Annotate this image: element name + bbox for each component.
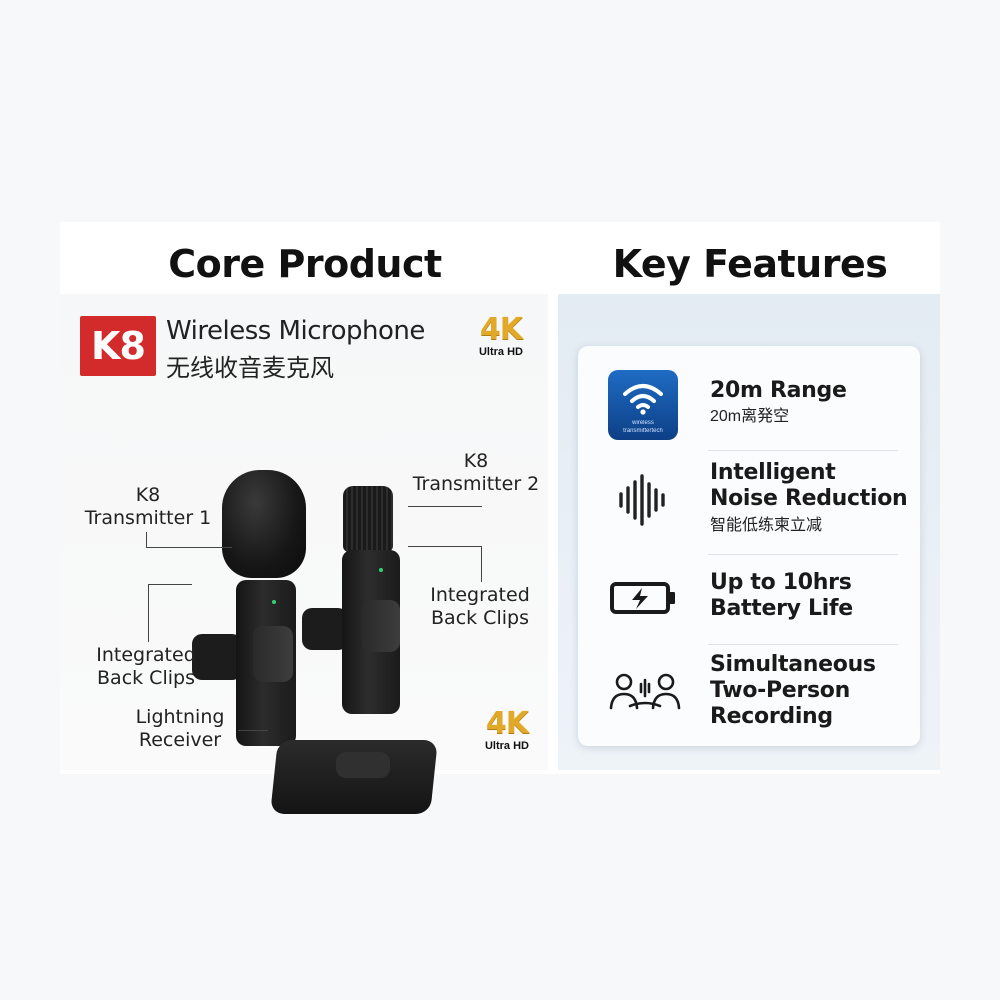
core-product-panel: K8 Wireless Microphone 无线收音麦克风 4K Ultra … bbox=[60, 294, 548, 814]
feature-divider bbox=[708, 450, 898, 451]
feature-two-person: Simultaneous Two-Person Recording bbox=[578, 652, 920, 742]
callout-text: K8 bbox=[463, 450, 489, 472]
transmitter-1-button bbox=[253, 626, 293, 682]
leader-line bbox=[146, 532, 147, 548]
key-features-heading: Key Features bbox=[612, 242, 888, 286]
leader-line bbox=[148, 584, 149, 642]
feature-subtitle: 智能低练柬立减 bbox=[710, 517, 823, 534]
callout-back-clips-left: Integrated Back Clips bbox=[86, 644, 206, 690]
leader-line bbox=[481, 546, 482, 582]
uhd-ultra-hd-label: Ultra HD bbox=[484, 740, 529, 752]
transmitter-1-clip bbox=[192, 634, 242, 680]
feature-title: Recording bbox=[710, 704, 833, 729]
product-name: Wireless Microphone bbox=[166, 316, 425, 346]
soundwave-icon bbox=[608, 472, 678, 533]
callout-text: Transmitter 2 bbox=[412, 473, 540, 495]
callout-text: Receiver bbox=[138, 729, 222, 751]
leader-line bbox=[146, 547, 232, 548]
k8-badge: K8 bbox=[80, 316, 156, 376]
receiver-button bbox=[336, 752, 390, 778]
core-product-heading: Core Product bbox=[168, 242, 442, 286]
product-banner: Core Product Key Features K8 Wireless Mi… bbox=[60, 222, 940, 814]
callout-back-clips-right: Integrated Back Clips bbox=[420, 584, 540, 630]
transmitter-2-clip bbox=[302, 608, 348, 650]
wifi-icon-caption: wireless bbox=[632, 420, 654, 426]
product-name-cn: 无线收音麦克风 bbox=[166, 354, 334, 382]
feature-title: Up to 10hrs bbox=[710, 570, 852, 595]
feature-noise-reduction: Intelligent Noise Reduction 智能低练柬立减 bbox=[578, 460, 920, 554]
feature-divider bbox=[708, 554, 898, 555]
transmitter-2-button bbox=[362, 600, 400, 652]
key-features-panel: wireless transmittertech 20m Range 20m离発… bbox=[558, 294, 940, 770]
callout-transmitter-1: K8 Transmitter 1 bbox=[78, 484, 218, 530]
callout-text: Lightning bbox=[135, 706, 225, 728]
transmitter-2-mesh bbox=[343, 486, 393, 552]
callout-transmitter-2: K8 Transmitter 2 bbox=[408, 450, 544, 496]
callout-text: Transmitter 1 bbox=[84, 507, 212, 529]
uhd-badge-top: 4K Ultra HD bbox=[466, 312, 536, 359]
uhd-4k-label: 4K bbox=[479, 312, 523, 347]
callout-text: Integrated bbox=[430, 584, 530, 606]
callout-text: Integrated bbox=[96, 644, 196, 666]
callout-text: Back Clips bbox=[97, 667, 195, 689]
transmitter-1-led bbox=[272, 600, 276, 604]
uhd-badge-bottom: 4K Ultra HD bbox=[472, 706, 542, 753]
leader-line bbox=[408, 506, 482, 507]
feature-title: Noise Reduction bbox=[710, 486, 908, 511]
callout-lightning-receiver: Lightning Receiver bbox=[122, 706, 238, 752]
feature-title: Battery Life bbox=[710, 596, 853, 621]
callout-text: K8 bbox=[135, 484, 161, 506]
uhd-ultra-hd-label: Ultra HD bbox=[478, 346, 523, 358]
features-card: wireless transmittertech 20m Range 20m离発… bbox=[578, 346, 920, 746]
feature-battery: Up to 10hrs Battery Life bbox=[578, 564, 920, 644]
leader-line bbox=[238, 730, 268, 731]
battery-icon bbox=[608, 578, 678, 623]
feature-divider bbox=[708, 644, 898, 645]
feature-title: Intelligent bbox=[710, 460, 836, 485]
transmitter-1-foam bbox=[222, 470, 306, 578]
feature-range: wireless transmittertech 20m Range 20m离発… bbox=[578, 370, 920, 450]
two-person-icon bbox=[608, 670, 682, 719]
wifi-icon: wireless transmittertech bbox=[608, 370, 678, 440]
feature-title: 20m Range bbox=[710, 378, 847, 403]
uhd-4k-label: 4K bbox=[485, 706, 529, 741]
feature-title: Two-Person bbox=[710, 678, 850, 703]
leader-line bbox=[408, 546, 482, 547]
feature-title: Simultaneous bbox=[710, 652, 876, 677]
feature-subtitle: 20m离発空 bbox=[710, 408, 790, 425]
transmitter-2-led bbox=[379, 568, 383, 572]
callout-text: Back Clips bbox=[431, 607, 529, 629]
wifi-icon-caption: transmittertech bbox=[623, 428, 663, 434]
leader-line bbox=[148, 584, 192, 585]
